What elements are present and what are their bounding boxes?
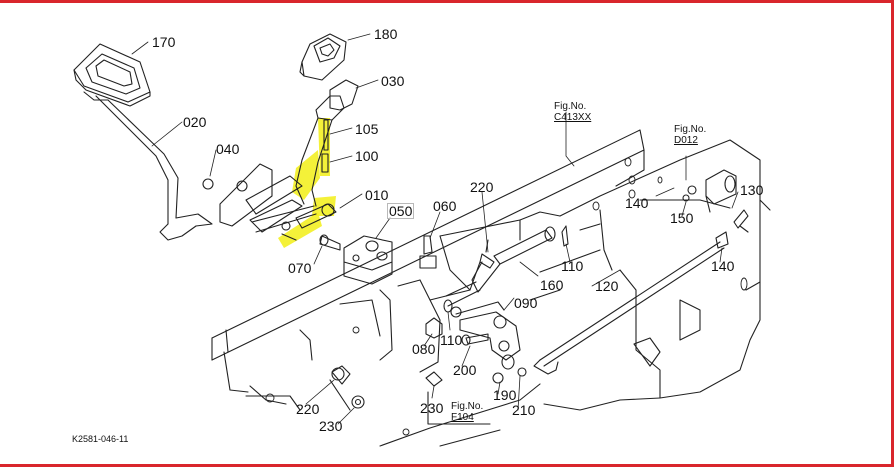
frame-top-border [0,0,894,3]
callout-100[interactable]: 100 [355,148,379,164]
ref-box-f104 [427,391,491,425]
pedal-arm-020 [83,91,213,241]
bolt-200 [461,333,489,346]
highlight-marker [278,118,336,248]
frame-bottom-border [0,464,894,467]
callout-110-lower[interactable]: 110 [440,332,463,348]
fig-ref-f104[interactable]: Fig.No. F104 [451,401,483,423]
gas-spring-160 [445,226,556,318]
callout-220-lower[interactable]: 220 [296,401,320,417]
callout-230-middle[interactable]: 230 [420,400,444,416]
callout-060[interactable]: 060 [433,198,457,214]
callout-070[interactable]: 070 [288,260,312,276]
washer-230-lower [351,395,365,409]
fig-ref-prefix: Fig.No. [554,101,587,112]
callout-105[interactable]: 105 [355,121,379,137]
callout-120[interactable]: 120 [595,278,619,294]
washer-190-nut-210 [492,354,527,384]
bolt-060 [419,235,437,269]
leader-lines [131,33,739,425]
callout-160[interactable]: 160 [540,277,564,293]
callout-040[interactable]: 040 [216,141,240,157]
fig-ref-code: D012 [674,135,698,146]
shaft-bracket [202,163,317,233]
nut-080 [425,317,443,339]
drawing-code: K2581-046-11 [72,434,129,444]
frame-right-border [891,0,894,467]
fig-ref-c413xx[interactable]: Fig.No. C413XX [554,101,591,123]
callout-150[interactable]: 150 [670,210,694,226]
fig-ref-d012[interactable]: Fig.No. D012 [674,124,706,146]
callout-010[interactable]: 010 [365,187,389,203]
pedal-pad-170 [73,43,151,107]
bolt-070 [319,234,341,251]
callout-140-lower[interactable]: 140 [711,258,735,274]
callout-180[interactable]: 180 [374,26,398,42]
pin-105-100 [321,119,329,173]
linkage-130-140-150 [682,169,749,249]
callout-210[interactable]: 210 [512,402,536,418]
lever-knob-180 [299,33,347,81]
bolt-220-lower [331,365,351,385]
fig-ref-prefix: Fig.No. [451,401,484,412]
pivot-010 [281,203,337,241]
clip-230-middle [425,371,443,387]
callout-170[interactable]: 170 [152,34,176,50]
frame-holes [265,157,748,436]
callout-090[interactable]: 090 [514,295,538,311]
callout-020[interactable]: 020 [183,114,207,130]
tractor-frame [211,129,771,447]
pin-110-upper [561,225,569,247]
callout-140-upper[interactable]: 140 [625,195,649,211]
callout-080[interactable]: 080 [412,341,436,357]
arm-090 [455,301,521,361]
rod-120 [533,241,725,375]
callout-050[interactable]: 050 [387,203,415,219]
callout-220-upper[interactable]: 220 [470,179,494,195]
callout-200[interactable]: 200 [453,362,477,378]
bracket-050 [343,235,393,285]
callout-230-lower[interactable]: 230 [319,418,343,434]
fig-ref-prefix: Fig.No. [674,124,707,135]
fig-ref-code: C413XX [554,112,592,123]
callout-130[interactable]: 130 [740,182,764,198]
callout-190[interactable]: 190 [493,387,517,403]
lever-030 [295,79,359,207]
callout-110-upper[interactable]: 110 [561,258,584,274]
callout-030[interactable]: 030 [381,73,405,89]
fig-ref-code: F104 [451,412,474,423]
